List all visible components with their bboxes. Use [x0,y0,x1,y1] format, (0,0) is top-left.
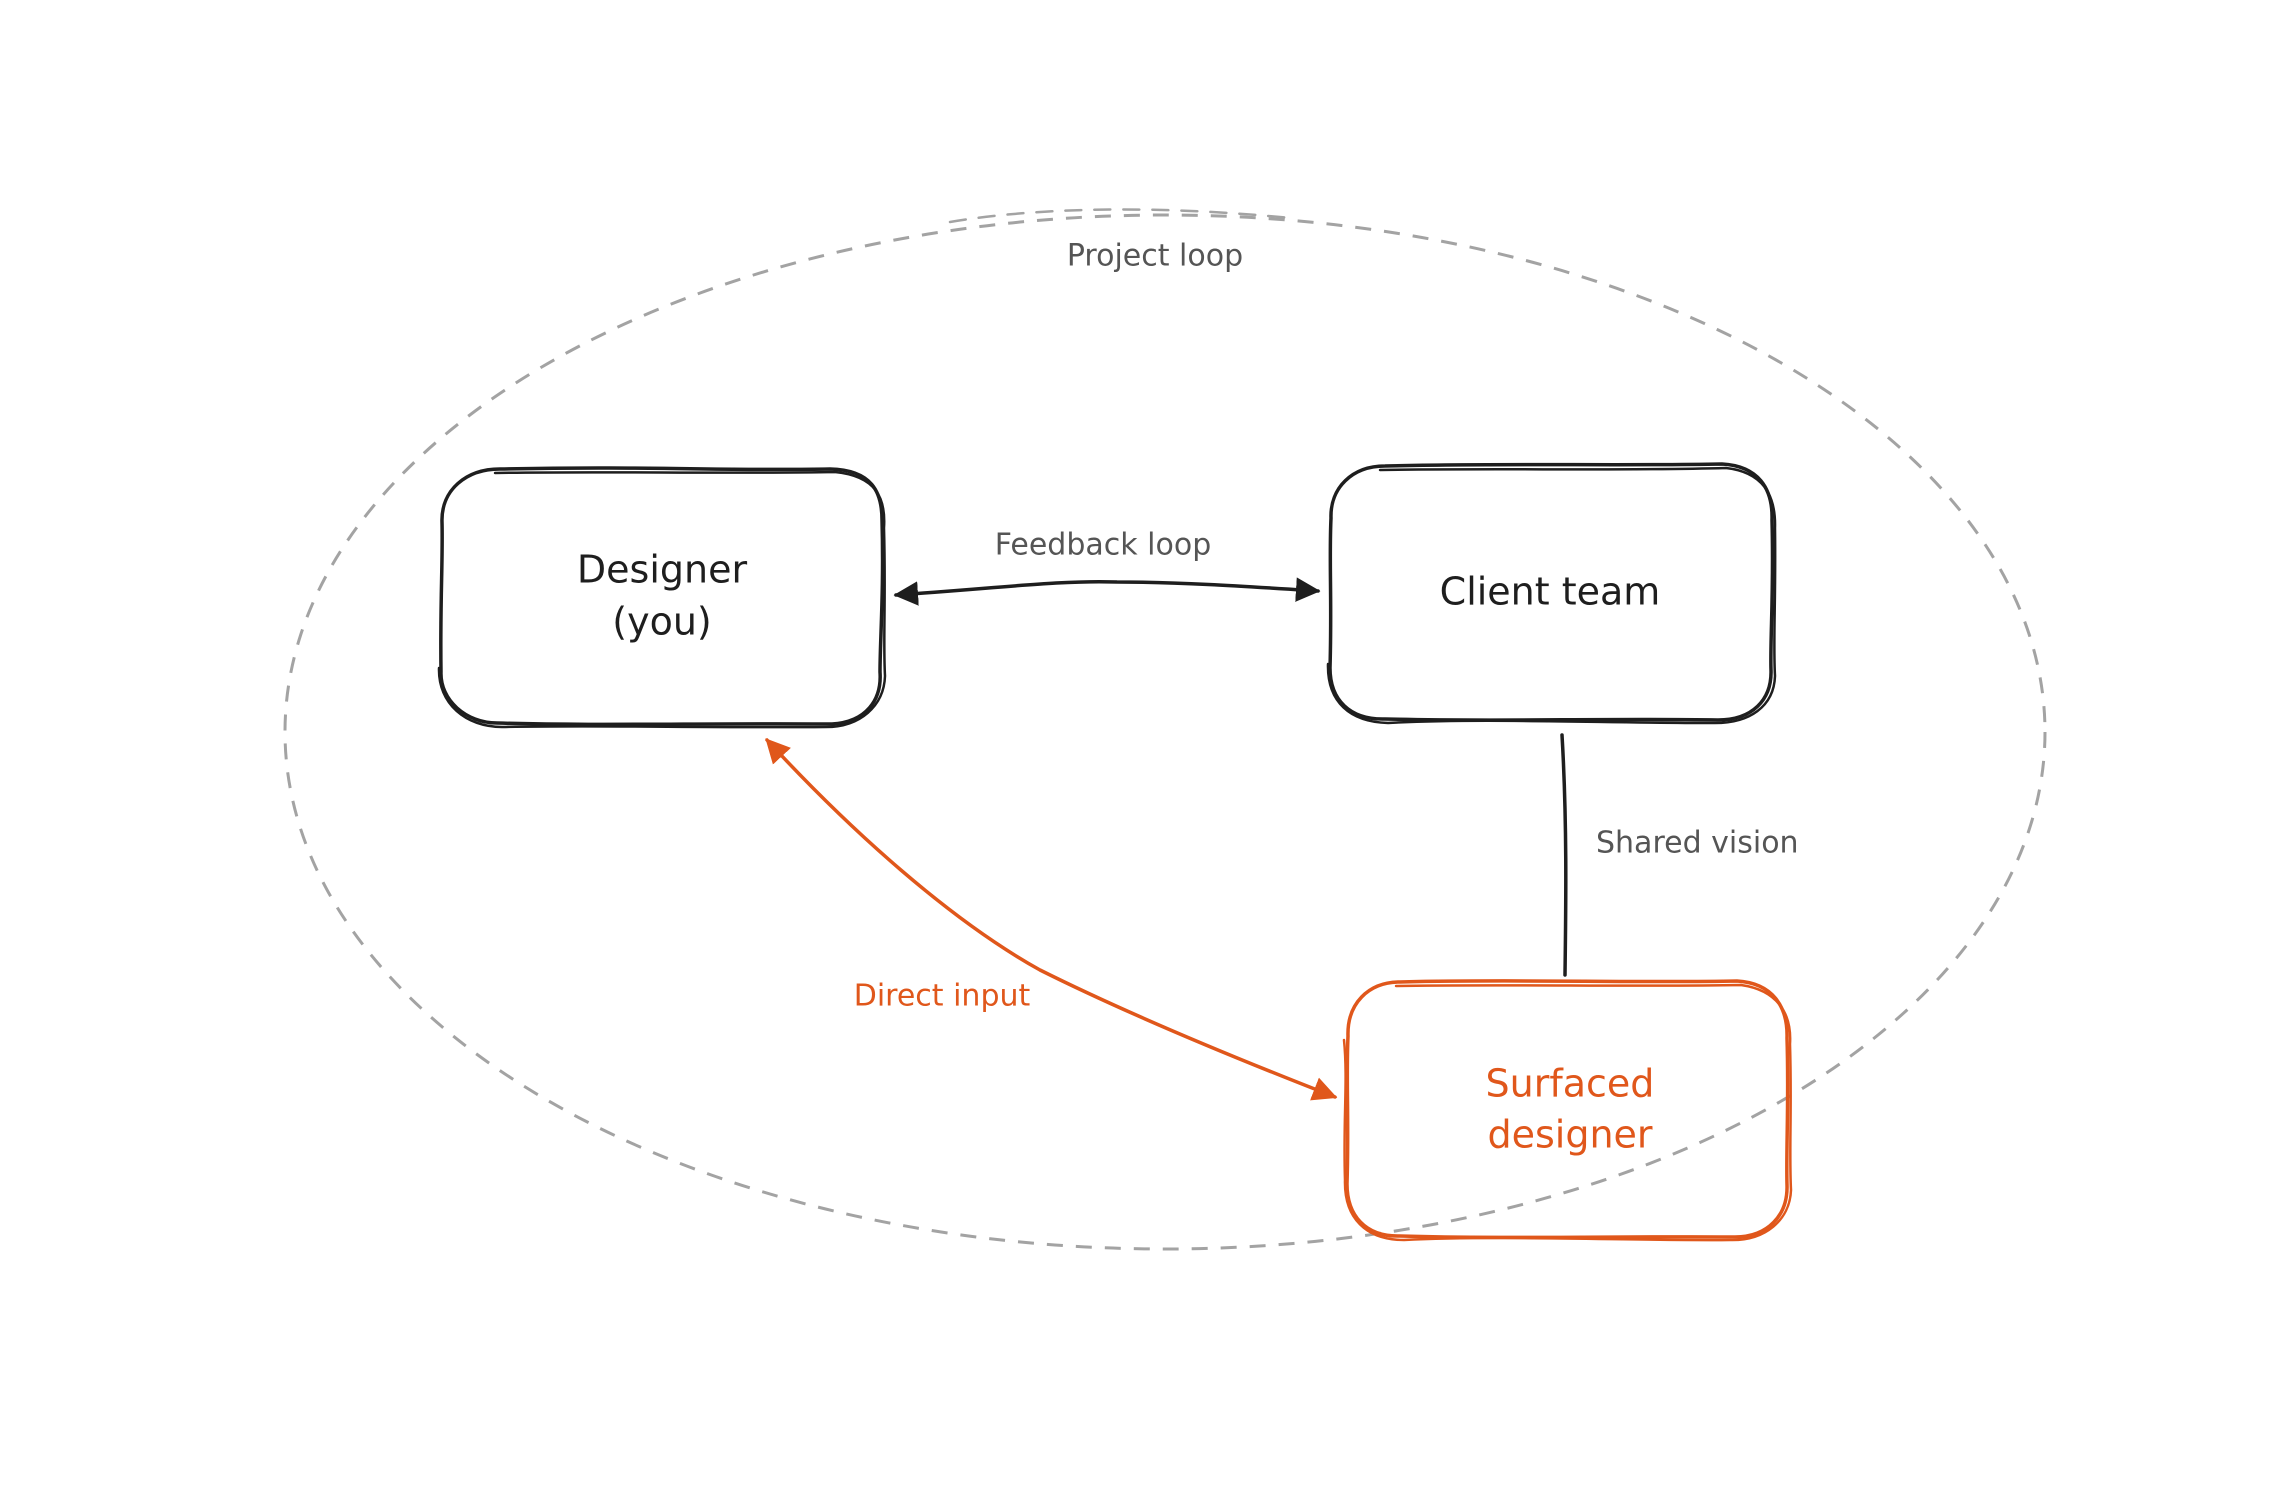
node-surfaced-designer-border-sketch [1342,983,1793,1242]
node-surfaced-designer[interactable]: Surfaced designer [1342,979,1793,1242]
node-designer-label-line1: Designer [577,548,748,592]
project-loop-ellipse-sketch-stroke [948,208,1292,224]
node-client-team[interactable]: Client team [1326,462,1777,725]
edge-direct-input-label: Direct input [854,979,1031,1014]
node-client-team-border[interactable] [1328,462,1775,722]
node-designer-border-sketch [437,470,887,729]
edge-feedback-loop-label: Feedback loop [995,528,1212,563]
node-designer[interactable]: Designer (you) [437,466,887,729]
project-loop-label: Project loop [1067,239,1243,274]
node-surfaced-designer-label-line2: designer [1487,1113,1652,1157]
edge-shared-vision[interactable]: Shared vision [1560,733,1799,977]
project-loop-ellipse[interactable] [283,213,2047,1251]
edge-shared-vision-label: Shared vision [1596,826,1799,861]
project-loop-group[interactable]: Project loop [283,208,2047,1251]
node-surfaced-designer-border[interactable] [1345,979,1790,1240]
node-client-team-border-sketch [1326,466,1777,725]
node-designer-border[interactable] [439,466,885,727]
node-designer-label-line2: (you) [612,600,711,644]
edge-direct-input-line[interactable] [765,738,1338,1101]
node-surfaced-designer-label-line1: Surfaced [1486,1062,1655,1106]
edge-shared-vision-line[interactable] [1560,733,1568,977]
edge-feedback-loop-line[interactable] [893,577,1321,606]
node-client-team-label: Client team [1440,570,1661,614]
edge-direct-input[interactable]: Direct input [765,738,1338,1101]
edge-feedback-loop[interactable]: Feedback loop [893,528,1321,606]
